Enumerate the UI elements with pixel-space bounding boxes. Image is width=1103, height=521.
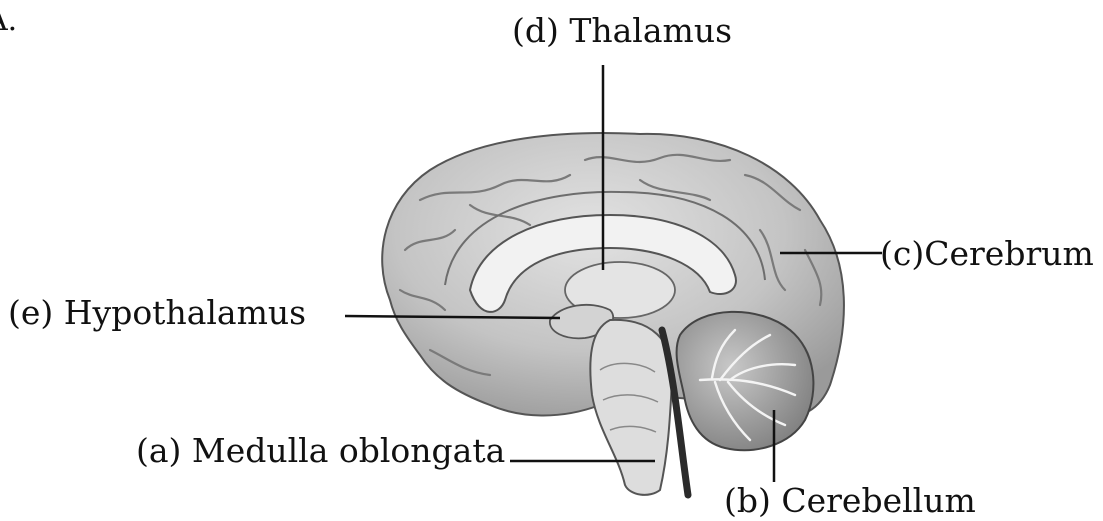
thalamus-label: (d) Thalamus (512, 14, 732, 47)
brainstem (590, 320, 672, 495)
hypothalamus-label: (e) Hypothalamus (8, 296, 306, 329)
medulla-label: (a) Medulla oblongata (136, 434, 505, 467)
cerebrum-label: (c)Cerebrum (880, 237, 1094, 270)
cerebellum-label: (b) Cerebellum (724, 484, 976, 517)
